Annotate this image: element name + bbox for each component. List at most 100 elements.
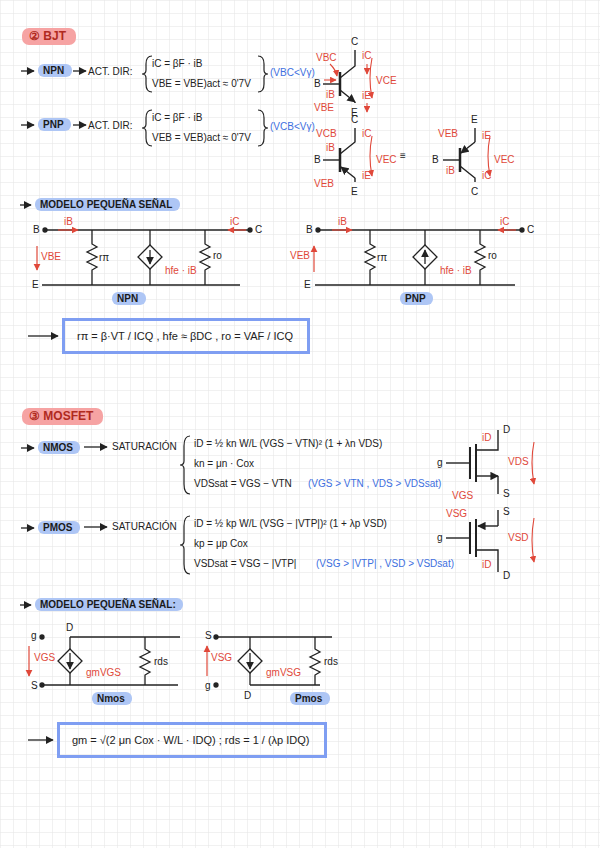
note-label: E bbox=[32, 279, 39, 291]
note-label: B bbox=[314, 154, 321, 166]
bullet-arrow bbox=[73, 124, 86, 125]
note-label: iC = βF · iB bbox=[152, 58, 202, 70]
note-label: rds bbox=[324, 656, 338, 668]
note-label: C bbox=[471, 186, 478, 198]
voltage-current-arrow bbox=[532, 442, 534, 484]
mosfet-small-signal-model bbox=[42, 684, 178, 685]
curly-brace bbox=[258, 56, 268, 92]
note-label: VGS bbox=[452, 490, 473, 502]
note-label: ro bbox=[488, 250, 497, 262]
pnp-transistor-symbol bbox=[341, 167, 355, 178]
note-label: VEB bbox=[438, 128, 458, 140]
mosfet-symbol bbox=[476, 475, 498, 476]
mosfet-small-signal-model bbox=[69, 653, 70, 669]
mosfet-symbol bbox=[469, 447, 471, 479]
note-label: rπ bbox=[377, 252, 387, 264]
device-tag: NMOS bbox=[38, 441, 80, 454]
node-text: MODELO PEQUEÑA SEÑAL: bbox=[40, 598, 178, 611]
node-text: ③ MOSFET bbox=[29, 409, 96, 424]
circuit-caption: NPN bbox=[112, 292, 146, 305]
bjt-small-signal-model bbox=[413, 245, 437, 269]
bjt-small-signal-model bbox=[43, 228, 47, 232]
bjt-small-signal-model bbox=[424, 250, 425, 264]
note-label: (VGS > VTN , VDS > VDSsat) bbox=[308, 478, 441, 490]
note-label: D bbox=[503, 424, 510, 436]
note-label: C bbox=[351, 114, 358, 126]
note-label: SATURACIÓN bbox=[112, 521, 177, 533]
note-label: (VSG > |VTP| , VSD > VSDsat) bbox=[316, 558, 454, 570]
note-label: ACT. DIR: bbox=[88, 66, 132, 78]
note-label: rπ bbox=[99, 252, 109, 264]
note-label: kn = μn · Cox bbox=[194, 458, 254, 470]
voltage-current-arrow bbox=[330, 64, 337, 76]
bullet-arrow bbox=[21, 70, 34, 71]
note-label: g bbox=[437, 532, 443, 544]
note-label: VCB bbox=[316, 128, 337, 140]
circuit-caption: PNP bbox=[400, 292, 433, 305]
device-tag: PMOS bbox=[38, 521, 80, 534]
mosfet-symbol bbox=[497, 476, 498, 494]
curly-brace bbox=[180, 436, 190, 494]
note-label: VBC bbox=[316, 52, 337, 64]
pnp-transistor-symbol bbox=[339, 148, 342, 172]
node-text: MODELO PEQUEÑA SEÑAL bbox=[40, 198, 175, 211]
note-label: VEB bbox=[290, 250, 310, 262]
note-label: iD = ½ kn W/L (VGS − VTN)² (1 + λn VDS) bbox=[194, 438, 382, 450]
mosfet-symbol bbox=[446, 462, 470, 463]
pnp-transistor-symbol bbox=[460, 166, 475, 182]
note-label: iB bbox=[326, 142, 335, 154]
voltage-current-arrow bbox=[58, 229, 78, 230]
bullet-arrow bbox=[21, 447, 34, 448]
bjt-small-signal-model bbox=[424, 230, 425, 285]
voltage-current-arrow bbox=[370, 136, 490, 176]
note-label: D bbox=[244, 690, 251, 702]
node-text: PNP bbox=[43, 118, 66, 131]
note-label: E bbox=[351, 186, 358, 198]
bullet-arrow bbox=[28, 335, 58, 336]
npn-transistor-symbol bbox=[339, 72, 342, 96]
note-label: iB bbox=[64, 216, 73, 228]
subsection-heading: MODELO PEQUEÑA SEÑAL: bbox=[35, 598, 183, 611]
circuit-caption: Nmos bbox=[92, 692, 132, 705]
bjt-small-signal-model bbox=[200, 230, 210, 285]
bjt-small-signal-model bbox=[149, 250, 150, 264]
bullet-arrow bbox=[20, 71, 107, 740]
formula-box: gm = √(2 μn Cox · W/L · IDQ) ; rds = 1 /… bbox=[57, 722, 327, 758]
note-label: hfe · iB bbox=[165, 265, 197, 277]
mosfet-symbol bbox=[446, 430, 498, 572]
npn-transistor-symbol bbox=[340, 50, 355, 78]
pnp-transistor-symbol bbox=[474, 128, 475, 142]
mosfet-symbol bbox=[446, 537, 470, 538]
mosfet-symbol bbox=[497, 510, 498, 526]
bjt-small-signal-model bbox=[138, 245, 162, 269]
note-label: B bbox=[33, 224, 40, 236]
note-label: g bbox=[205, 680, 211, 692]
note-label: iC bbox=[500, 216, 509, 228]
node-text: Pmos bbox=[295, 692, 325, 705]
pnp-transistor-symbol bbox=[461, 142, 475, 153]
note-label: C bbox=[255, 224, 262, 236]
node-text: Nmos bbox=[97, 692, 127, 705]
bjt-small-signal-model bbox=[42, 228, 524, 285]
note-label: iD bbox=[482, 559, 491, 571]
bullet-arrow bbox=[21, 527, 34, 528]
note-label: iC = βF · iB bbox=[152, 112, 202, 124]
note-label: VEC bbox=[494, 154, 515, 166]
mosfet-small-signal-model bbox=[250, 684, 320, 685]
note-label: g bbox=[31, 630, 37, 642]
formula-box: rπ = β·VT / ICQ , hfe ≈ βDC , ro = VAF /… bbox=[62, 318, 310, 354]
pnp-transistor-symbol bbox=[459, 148, 462, 172]
note-label: E bbox=[471, 114, 478, 126]
note-label: C bbox=[527, 224, 534, 236]
bjt-small-signal-model bbox=[520, 228, 524, 232]
bullet-arrow bbox=[84, 446, 107, 447]
note-label: iC bbox=[482, 170, 491, 182]
voltage-current-arrow bbox=[332, 229, 352, 230]
bullet-arrow bbox=[21, 124, 34, 125]
note-label: D bbox=[66, 622, 73, 634]
pnp-transistor-symbol bbox=[340, 128, 355, 154]
bjt-small-signal-model bbox=[365, 230, 375, 285]
voltage-current-arrow bbox=[366, 103, 367, 112]
